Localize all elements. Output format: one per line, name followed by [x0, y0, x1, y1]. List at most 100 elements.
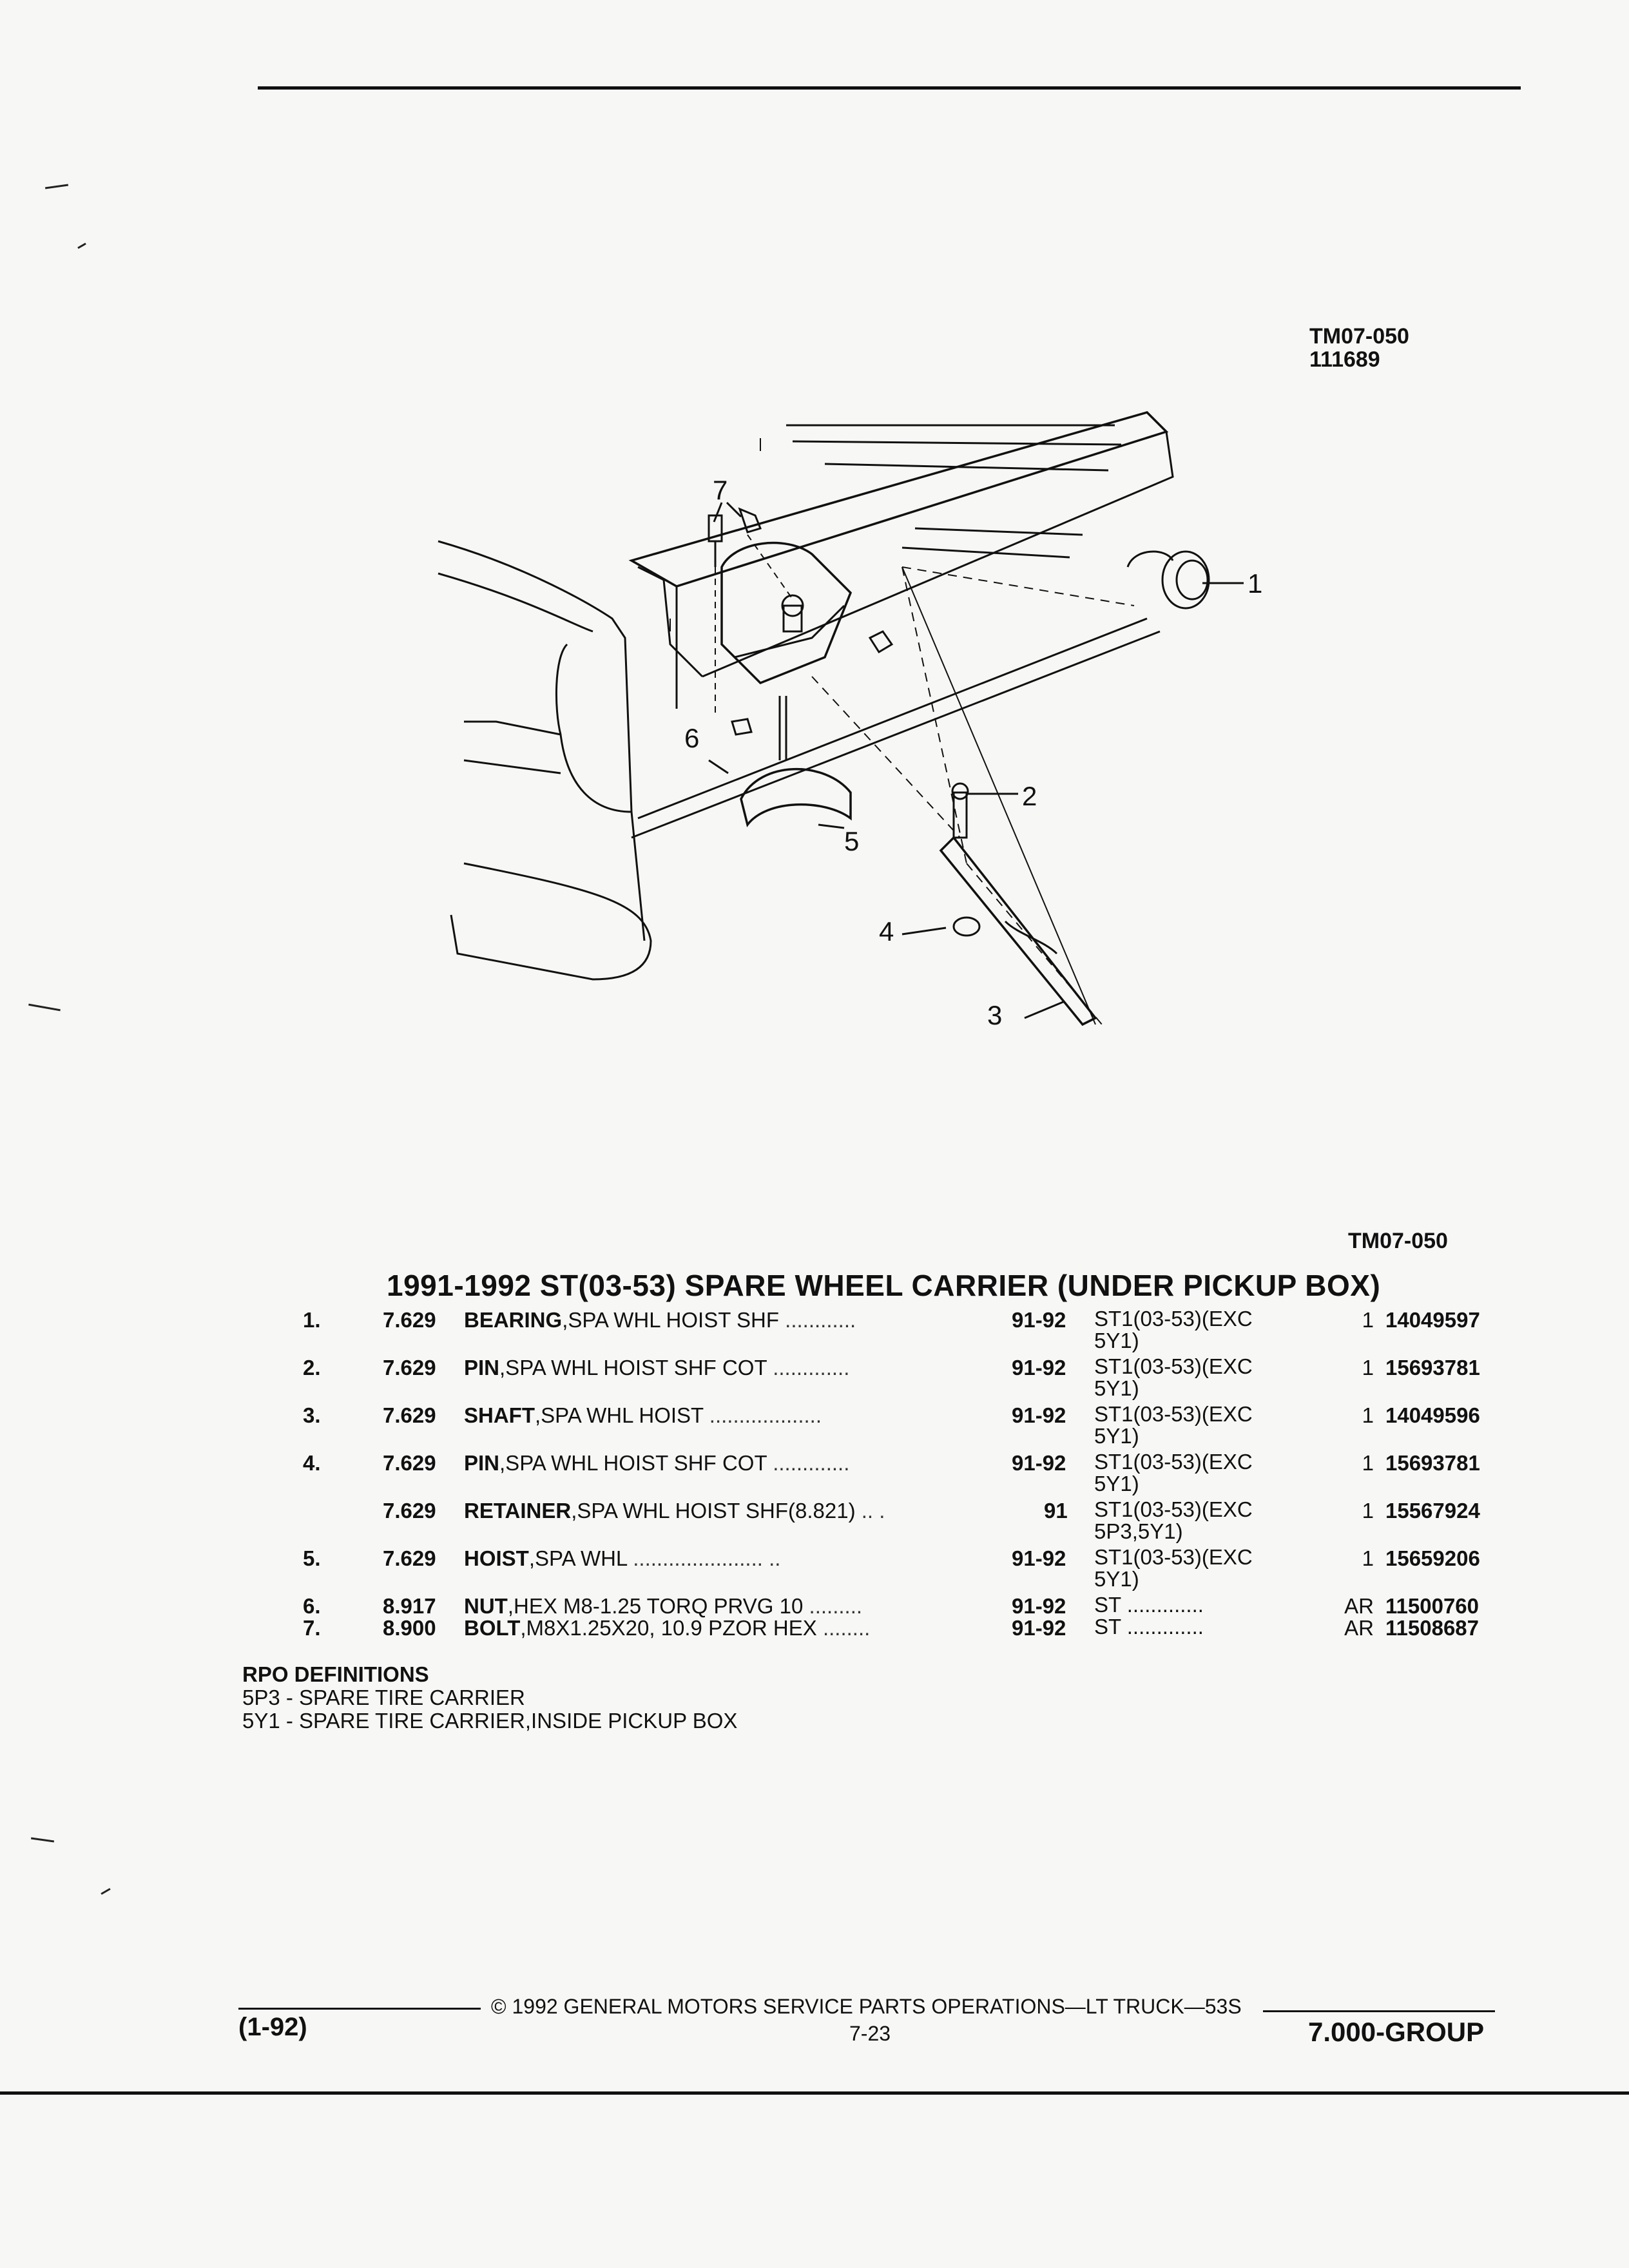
callout-3: 3	[987, 1000, 1002, 1030]
part-number: 15659206	[1385, 1546, 1480, 1570]
bumper	[438, 540, 633, 812]
part-number: 15693781	[1385, 1356, 1480, 1379]
hoist-bracket	[720, 541, 853, 685]
description: PIN,SPA WHL HOIST SHF COT .............	[464, 1356, 850, 1379]
frame-rail-lower	[901, 527, 1083, 559]
callout-7: 7	[713, 475, 728, 505]
bolt-7b	[738, 507, 762, 533]
crossmember	[628, 411, 1169, 588]
margin-mark	[28, 1003, 61, 1012]
callout-1: 1	[1248, 568, 1262, 599]
callout-5: 5	[844, 826, 859, 856]
group-number: 7.629	[383, 1499, 436, 1523]
nut-6	[731, 718, 753, 736]
description: BEARING,SPA WHL HOIST SHF ............	[464, 1308, 856, 1332]
table-row: 4. 7.629 PIN,SPA WHL HOIST SHF COT .....…	[0, 1451, 1629, 1497]
usage: ST .............	[1094, 1593, 1204, 1617]
model-years: 91-92	[1012, 1616, 1066, 1640]
quantity: 1	[1362, 1499, 1374, 1523]
footer-rule-left	[238, 2008, 481, 2010]
quantity: AR	[1344, 1594, 1374, 1618]
table-row: 2. 7.629 PIN,SPA WHL HOIST SHF COT .....…	[0, 1356, 1629, 1402]
table-ref-code: TM07-050	[1348, 1229, 1448, 1253]
footer-date-code: (1-92)	[238, 2013, 307, 2041]
bottom-rule	[0, 2091, 1629, 2095]
model-years: 91	[1044, 1499, 1068, 1523]
part-number: 14049597	[1385, 1308, 1480, 1332]
description: RETAINER,SPA WHL HOIST SHF(8.821) .. .	[464, 1499, 885, 1523]
group-number: 7.629	[383, 1403, 436, 1427]
item-number: 1.	[303, 1308, 321, 1332]
diagram-ref-code: TM07-050	[1309, 324, 1409, 349]
hoist-cradle	[740, 768, 852, 827]
table-title: 1991-1992 ST(03-53) SPARE WHEEL CARRIER …	[387, 1269, 1381, 1302]
footer-rule-right	[1263, 2010, 1495, 2012]
quantity: 1	[1362, 1451, 1374, 1475]
table-row: 7. 8.900 BOLT,M8X1.25X20, 10.9 PZOR HEX …	[0, 1615, 1629, 1640]
group-number: 7.629	[383, 1546, 436, 1570]
description: NUT,HEX M8-1.25 TORQ PRVG 10 .........	[464, 1594, 863, 1618]
diagram-ref-date: 111689	[1309, 347, 1380, 372]
table-row: 7.629 RETAINER,SPA WHL HOIST SHF(8.821) …	[0, 1499, 1629, 1545]
footer-page-number: 7-23	[849, 2022, 891, 2045]
item-number: 4.	[303, 1451, 321, 1475]
group-number: 7.629	[383, 1308, 436, 1332]
shaft	[939, 836, 1097, 1026]
group-number: 8.917	[383, 1594, 436, 1618]
part-number: 14049596	[1385, 1403, 1480, 1427]
model-years: 91-92	[1012, 1594, 1066, 1618]
model-years: 91-92	[1012, 1356, 1066, 1379]
quantity: AR	[1344, 1616, 1374, 1640]
callout-4: 4	[879, 916, 894, 947]
rpo-item: 5P3 - SPARE TIRE CARRIER	[242, 1686, 525, 1709]
footer-copyright: © 1992 GENERAL MOTORS SERVICE PARTS OPER…	[491, 1995, 1242, 2018]
rpo-heading: RPO DEFINITIONS	[242, 1662, 429, 1686]
margin-mark	[101, 1888, 111, 1895]
model-years: 91-92	[1012, 1451, 1066, 1475]
bearing	[1126, 550, 1210, 610]
description: HOIST,SPA WHL ...................... ..	[464, 1546, 781, 1570]
item-number: 7.	[303, 1616, 321, 1640]
callout-2: 2	[1022, 781, 1037, 811]
description: PIN,SPA WHL HOIST SHF COT .............	[464, 1451, 850, 1475]
part-number: 15693781	[1385, 1451, 1480, 1475]
bolt-7a	[708, 514, 723, 567]
table-row: 1. 7.629 BEARING,SPA WHL HOIST SHF .....…	[0, 1308, 1629, 1354]
pin-2	[952, 791, 968, 839]
rpo-item: 5Y1 - SPARE TIRE CARRIER,INSIDE PICKUP B…	[242, 1709, 738, 1733]
quantity: 1	[1362, 1403, 1374, 1427]
group-number: 7.629	[383, 1451, 436, 1475]
usage: ST .............	[1094, 1615, 1204, 1639]
item-number: 3.	[303, 1403, 321, 1427]
spare-wheel-carrier-diagram: 1 2 3 4 5 6 7	[438, 411, 1262, 1030]
part-number: 11500760	[1385, 1594, 1480, 1618]
table-row: 6. 8.917 NUT,HEX M8-1.25 TORQ PRVG 10 ..…	[0, 1593, 1629, 1619]
margin-mark	[30, 1837, 55, 1843]
margin-mark	[44, 184, 69, 189]
callout-6: 6	[684, 723, 699, 753]
group-number: 7.629	[383, 1356, 436, 1379]
model-years: 91-92	[1012, 1308, 1066, 1332]
model-years: 91-92	[1012, 1546, 1066, 1570]
group-number: 8.900	[383, 1616, 436, 1640]
part-number: 11508687	[1385, 1616, 1480, 1640]
quantity: 1	[1362, 1356, 1374, 1379]
item-number: 2.	[303, 1356, 321, 1379]
quantity: 1	[1362, 1546, 1374, 1570]
frame-rail-upper	[786, 424, 1122, 472]
description: SHAFT,SPA WHL HOIST ...................	[464, 1403, 822, 1427]
footer-group: 7.000-GROUP	[1308, 2017, 1485, 2047]
description: BOLT,M8X1.25X20, 10.9 PZOR HEX ........	[464, 1616, 871, 1640]
table-row: 3. 7.629 SHAFT,SPA WHL HOIST ...........…	[0, 1403, 1629, 1450]
model-years: 91-92	[1012, 1403, 1066, 1427]
top-rule	[258, 86, 1521, 90]
quantity: 1	[1362, 1308, 1374, 1332]
item-number: 5.	[303, 1546, 321, 1570]
part-number: 15567924	[1385, 1499, 1480, 1523]
